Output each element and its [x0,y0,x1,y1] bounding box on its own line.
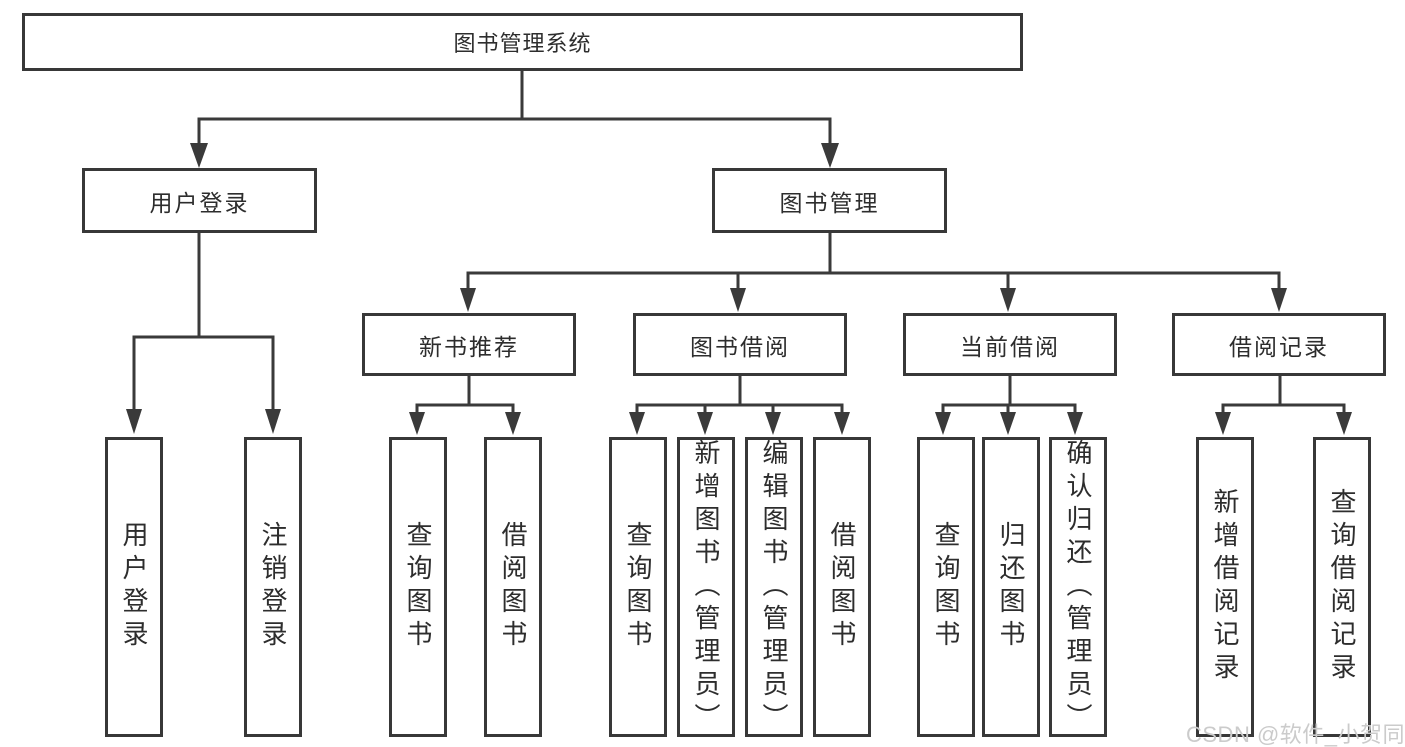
leaf-cb-return-books: 归还图书 [982,437,1040,737]
node-user-login: 用户登录 [82,168,317,233]
leaf-bb-query-books: 查询图书 [609,437,667,737]
node-book-borrow: 图书借阅 [633,313,847,376]
node-new-book-recommend: 新书推荐 [362,313,576,376]
leaf-cb-query-books: 查询图书 [917,437,975,737]
leaf-nb-query-books: 查询图书 [389,437,447,737]
leaf-bb-add-books-admin: 新增图书（管理员） [677,437,735,737]
leaf-user-login: 用户登录 [105,437,163,737]
node-book-management: 图书管理 [712,168,947,233]
leaf-br-query-record: 查询借阅记录 [1313,437,1371,737]
leaf-logout: 注销登录 [244,437,302,737]
leaf-bb-borrow-books: 借阅图书 [813,437,871,737]
node-current-borrow: 当前借阅 [903,313,1117,376]
leaf-nb-borrow-books: 借阅图书 [484,437,542,737]
leaf-cb-confirm-return-admin: 确认归还（管理员） [1049,437,1107,737]
watermark: CSDN @软件_小贺同学 [1186,722,1405,747]
node-borrow-records: 借阅记录 [1172,313,1386,376]
node-root: 图书管理系统 [22,13,1023,71]
leaf-br-add-record: 新增借阅记录 [1196,437,1254,737]
leaf-bb-edit-books-admin: 编辑图书（管理员） [745,437,803,737]
